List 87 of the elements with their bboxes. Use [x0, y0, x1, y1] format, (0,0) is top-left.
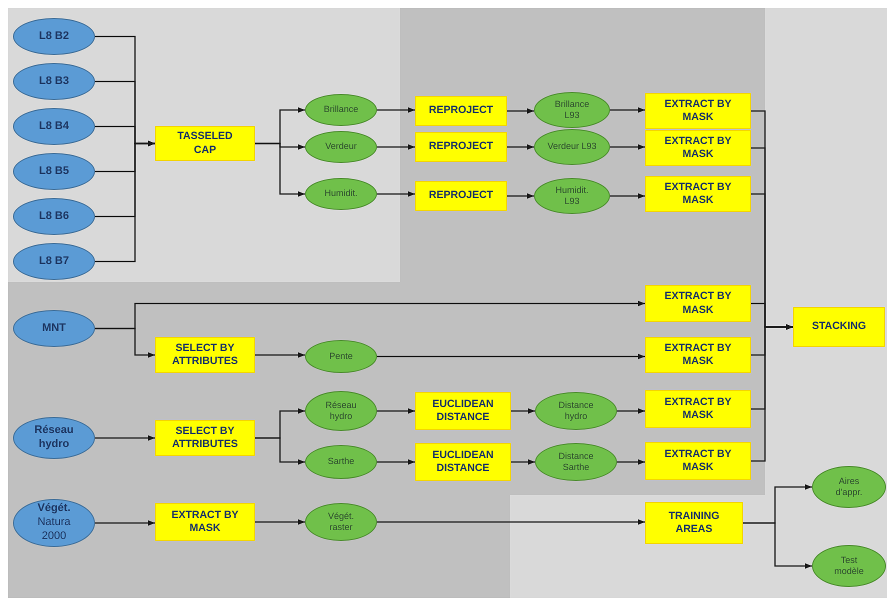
arrow — [377, 408, 415, 414]
arrow — [377, 191, 415, 197]
node-label: Verdeur L93 — [547, 141, 597, 153]
node-label: Natura 2000 — [36, 516, 72, 544]
arrow — [751, 324, 793, 462]
node-label: EXTRACT BY MASK — [170, 508, 240, 536]
node-label: Verdeur — [325, 141, 357, 153]
process-box — [415, 132, 507, 162]
process-box — [645, 337, 751, 373]
node-label: EUCLIDEAN DISTANCE — [431, 448, 495, 476]
node-label: L8 B5 — [39, 164, 69, 178]
arrow — [617, 459, 645, 465]
arrow — [95, 435, 155, 441]
arrow — [377, 144, 415, 150]
process-box — [415, 392, 511, 430]
arrow — [377, 519, 645, 525]
node-label: STACKING — [812, 320, 866, 334]
node-label: SELECT BY ATTRIBUTES — [171, 342, 239, 368]
node-label: Brillance — [324, 104, 358, 116]
process-box — [415, 96, 507, 126]
node-label: EXTRACT BY MASK — [663, 290, 733, 317]
node-label: TASSELED CAP — [176, 130, 234, 157]
node-label: Sarthe — [328, 456, 354, 468]
process-box — [155, 420, 255, 456]
arrow — [617, 408, 645, 414]
node-label: L8 B7 — [39, 254, 69, 268]
arrow — [95, 520, 155, 526]
arrow — [377, 459, 415, 465]
process-box — [415, 181, 507, 211]
process-box — [645, 285, 751, 322]
node-label: Aires d'appr. — [834, 476, 864, 498]
arrow — [610, 107, 645, 113]
arrow — [377, 354, 645, 360]
process-box — [415, 443, 511, 481]
node-label: REPROJECT — [428, 140, 494, 154]
node-label: Test modèle — [833, 554, 865, 578]
process-box — [645, 390, 751, 428]
node-label: EXTRACT BY MASK — [663, 180, 733, 208]
node-label: Pente — [329, 350, 353, 362]
process-box — [793, 307, 885, 347]
node-label: Végét. — [37, 502, 70, 516]
node-label: TRAINING AREAS — [668, 510, 720, 536]
process-box — [645, 176, 751, 212]
node-label: L8 B4 — [39, 120, 69, 134]
node-label: L8 B3 — [39, 74, 69, 88]
arrow — [255, 437, 305, 465]
arrow — [255, 142, 305, 197]
node-label: EXTRACT BY MASK — [663, 134, 733, 162]
process-box — [155, 503, 255, 541]
arrow — [610, 193, 645, 199]
arrow — [610, 144, 645, 150]
process-box — [645, 130, 751, 166]
process-box — [645, 93, 751, 129]
process-box — [645, 442, 751, 480]
arrow — [507, 193, 534, 199]
node-label: EXTRACT BY MASK — [663, 98, 733, 124]
arrow — [377, 107, 415, 113]
arrow — [507, 144, 534, 150]
node-label: Réseau hydro — [324, 400, 358, 422]
arrow — [743, 522, 812, 569]
node-label: REPROJECT — [428, 189, 494, 203]
arrow — [95, 140, 155, 262]
arrow — [511, 408, 535, 414]
node-label: EUCLIDEAN DISTANCE — [431, 398, 495, 424]
arrow — [95, 328, 155, 358]
node-label: MNT — [42, 322, 66, 336]
node-label: EXTRACT BY MASK — [663, 342, 733, 368]
node-label: EXTRACT BY MASK — [663, 448, 733, 474]
node-label: Distance hydro — [557, 400, 594, 422]
arrow — [507, 108, 534, 114]
node-label: REPROJECT — [428, 104, 494, 118]
node-label: Humidit. — [324, 188, 358, 200]
process-box — [155, 337, 255, 373]
node-label: Distance Sarthe — [557, 450, 594, 474]
process-box — [645, 502, 743, 544]
node-label: SELECT BY ATTRIBUTES — [171, 424, 239, 452]
node-label: L8 B2 — [39, 30, 69, 44]
node-label: Réseau hydro — [33, 424, 75, 452]
arrow — [511, 459, 535, 465]
node-label: L8 B6 — [39, 210, 69, 224]
arrow — [255, 352, 305, 358]
node-label: EXTRACT BY MASK — [663, 396, 733, 422]
process-box — [155, 126, 255, 161]
node-label: Humidit. L93 — [554, 184, 590, 208]
node-label: Végét. raster — [326, 510, 356, 534]
arrow — [255, 519, 305, 525]
node-label: Brillance L93 — [554, 98, 590, 122]
